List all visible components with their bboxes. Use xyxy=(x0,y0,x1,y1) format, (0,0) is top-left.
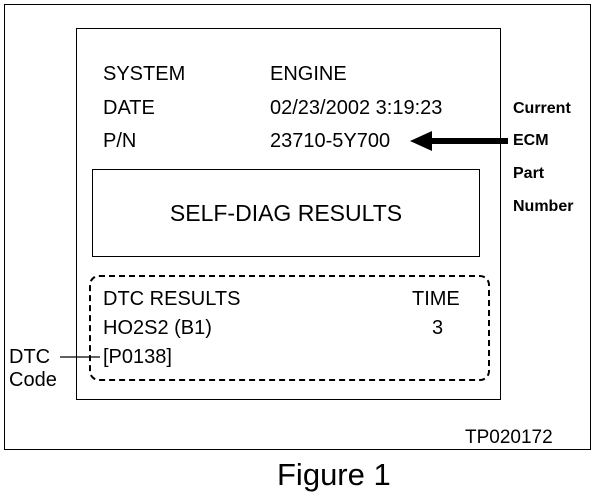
dtc-item-code: [P0138] xyxy=(103,346,172,368)
pn-label: P/N xyxy=(103,130,137,152)
ecm-arrow-head xyxy=(410,131,432,151)
pn-value: 23710-5Y700 xyxy=(270,130,391,152)
self-diag-results-title: SELF-DIAG RESULTS xyxy=(169,199,403,226)
ecm-callout-line-2: ECM xyxy=(513,132,549,149)
figure-code: TP020172 xyxy=(465,427,553,448)
dtc-results-label: DTC RESULTS xyxy=(103,288,241,310)
dtc-results-box xyxy=(89,275,490,381)
ecm-callout-line-3: Part xyxy=(513,165,545,182)
self-diag-results-box: SELF-DIAG RESULTS xyxy=(92,169,480,257)
system-label: SYSTEM xyxy=(103,63,186,85)
dtc-item-name: HO2S2 (B1) xyxy=(103,317,212,339)
time-label: TIME xyxy=(412,288,460,310)
date-value: 02/23/2002 3:19:23 xyxy=(270,97,443,119)
dtc-callout-line-2: Code xyxy=(9,369,57,391)
dtc-item-time: 3 xyxy=(432,317,444,339)
dtc-callout-line-1: DTC xyxy=(9,346,51,368)
system-value: ENGINE xyxy=(270,63,347,85)
date-label: DATE xyxy=(103,97,155,119)
ecm-callout-line-4: Number xyxy=(513,198,574,215)
ecm-callout-line-1: Current xyxy=(513,100,571,117)
diagnostic-screen xyxy=(76,28,501,400)
figure-caption: Figure 1 xyxy=(277,457,391,492)
figure-frame xyxy=(4,4,591,450)
